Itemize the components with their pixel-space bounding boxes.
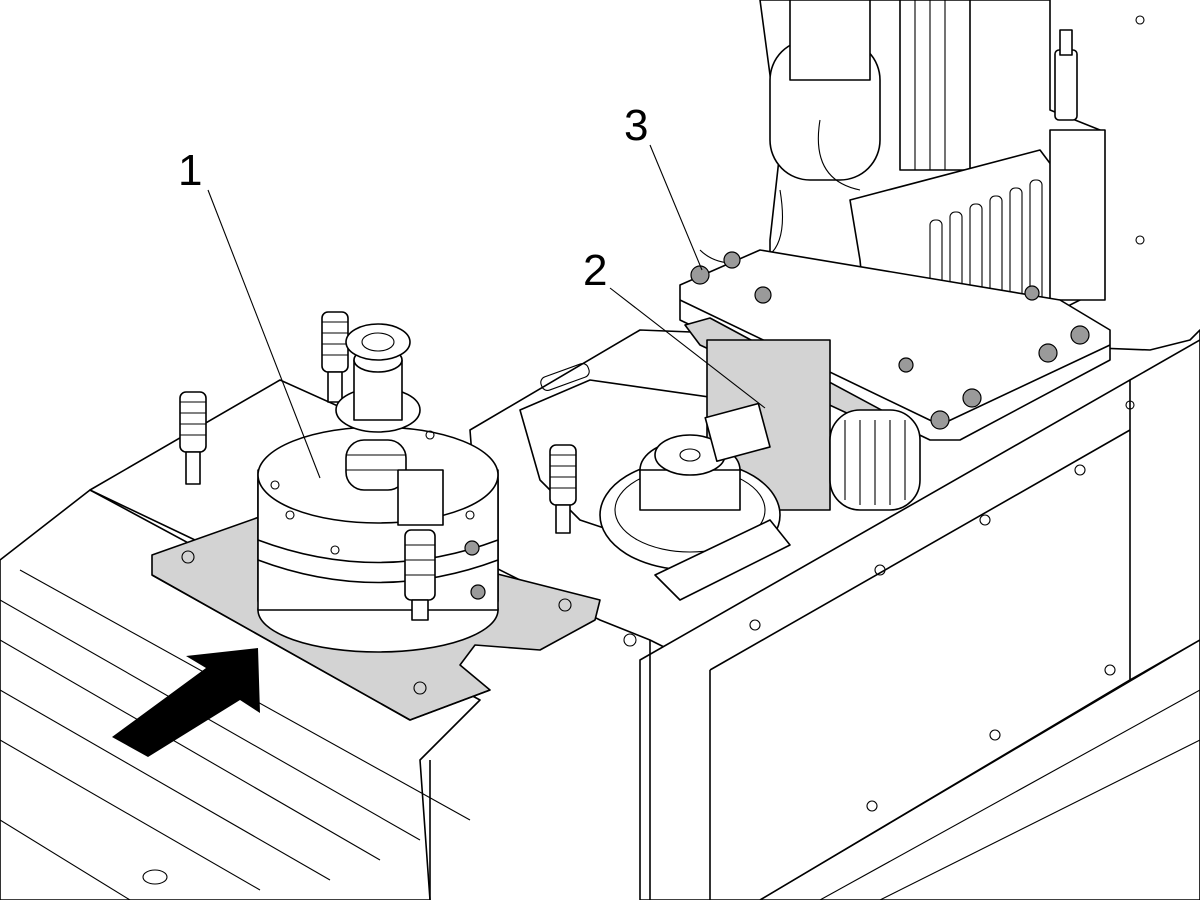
insertion-arrow [112,648,260,757]
spring-clamp [549,444,577,534]
rotary-fixture [151,323,601,721]
frame-bolts [623,15,1145,812]
spring-clamp [179,391,207,485]
callout-label-1: 1 [178,146,202,195]
callout-3: 3 [624,101,703,271]
plate-bolts [690,251,1090,430]
spindle-mounting-plate [679,249,1111,441]
callout-1: 1 [178,146,321,479]
pulley-assembly [599,402,791,601]
callout-label-3: 3 [624,101,648,150]
callout-2: 2 [583,246,766,409]
callout-label-2: 2 [583,246,607,295]
shim-plate [684,317,921,511]
spring-clamp [321,311,349,403]
